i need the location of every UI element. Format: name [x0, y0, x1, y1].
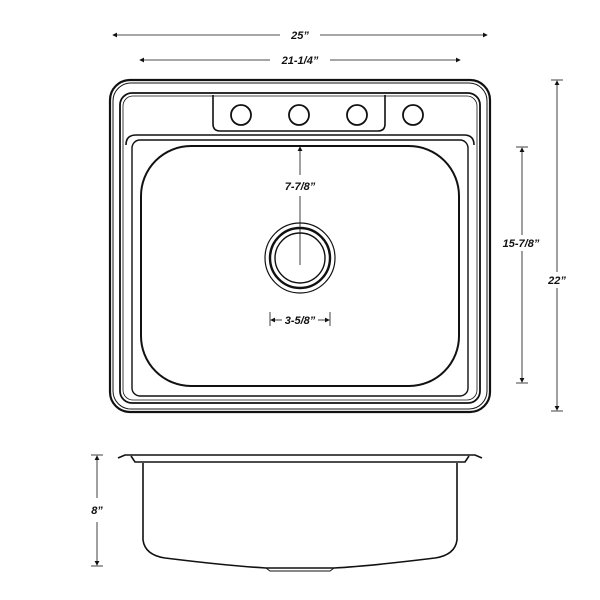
basin-width-dimension: 21-1/4”	[139, 55, 461, 67]
faucet-hole-1	[230, 104, 252, 126]
overall-width-dimension: 25”	[112, 30, 488, 42]
drain-diameter-label: 3-5/8”	[285, 315, 316, 327]
faucet-hole-3	[346, 104, 368, 126]
faucet-hole-2	[288, 104, 310, 126]
overall-width-label: 25”	[290, 30, 309, 42]
depth-label: 8”	[91, 505, 103, 517]
drain-offset-label: 7-7/8”	[285, 181, 316, 193]
faucet-deck	[212, 95, 386, 132]
basin-length-dimension: 15-7/8”	[496, 146, 546, 384]
basin	[140, 145, 460, 387]
faucet-hole-4	[402, 104, 424, 126]
sink-side-view	[117, 454, 483, 572]
overall-length-dimension: 22”	[544, 79, 570, 412]
drain-diameter-dimension: 3-5/8”	[269, 312, 331, 327]
drain-offset-dimension: 7-7/8”	[285, 146, 316, 265]
depth-dimension: 8”	[91, 454, 103, 567]
basin-length-label: 15-7/8”	[503, 238, 540, 250]
basin-width-label: 21-1/4”	[281, 55, 319, 67]
overall-length-label: 22”	[547, 275, 566, 287]
